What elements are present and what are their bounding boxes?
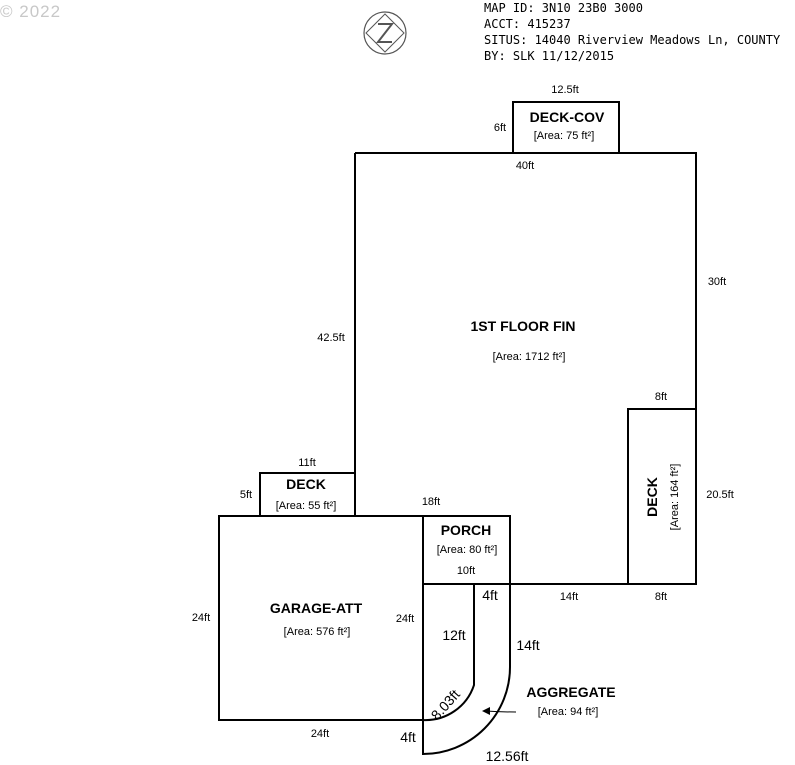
- garage-outline: [218, 515, 424, 721]
- dim-agg-bottom-left: 4ft: [400, 729, 416, 745]
- dim-deck-left-side: 5ft: [240, 489, 252, 501]
- aggregate-area: [Area: 94 ft²]: [538, 706, 599, 718]
- copyright-watermark: © 2022: [0, 2, 62, 21]
- dim-deck-right-top: 8ft: [655, 391, 667, 403]
- dim-deck-right-bottom: 8ft: [655, 591, 667, 603]
- dim-porch-top: 18ft: [422, 496, 440, 508]
- header-info: MAP ID: 3N10 23B0 3000 ACCT: 415237 SITU…: [484, 0, 780, 64]
- deck-left-area: [Area: 55 ft²]: [276, 500, 337, 512]
- dim-agg-arc-inner: 8.03ft: [428, 686, 463, 723]
- deck-right-outline: [627, 408, 697, 585]
- deck-right-area: [Area: 164 ft²]: [669, 464, 681, 531]
- garage-area: [Area: 576 ft²]: [284, 626, 351, 638]
- dim-agg-inner: 12ft: [442, 627, 465, 643]
- dim-garage-bottom: 24ft: [311, 728, 329, 740]
- by-text: BY: SLK 11/12/2015: [484, 49, 615, 63]
- aggregate-pointer-arrow: [482, 707, 517, 715]
- deck-right-label: DECK: [644, 477, 660, 517]
- deck-left-label: DECK: [286, 476, 326, 492]
- map-id-text: MAP ID: 3N10 23B0 3000: [484, 1, 643, 15]
- dim-garage-right: 24ft: [396, 613, 414, 625]
- north-arrow-icon: [363, 11, 407, 55]
- dim-agg-top: 4ft: [482, 587, 498, 603]
- dim-agg-arc-outer: 12.56ft: [486, 748, 529, 764]
- porch-area: [Area: 80 ft²]: [437, 544, 498, 556]
- dim-floor-top: 40ft: [516, 160, 534, 172]
- acct-text: ACCT: 415237: [484, 17, 571, 31]
- dim-floor-left: 42.5ft: [317, 332, 345, 344]
- dim-deck-cov-side: 6ft: [494, 122, 506, 134]
- dim-deck-cov-top: 12.5ft: [551, 84, 579, 96]
- deck-cov-label: DECK-COV: [530, 109, 605, 125]
- deck-cov-area: [Area: 75 ft²]: [534, 130, 595, 142]
- dim-deck-left-top: 11ft: [298, 457, 316, 469]
- dim-floor-right: 30ft: [708, 276, 726, 288]
- deck-cov-outline: [512, 101, 620, 154]
- dim-deck-right-side: 20.5ft: [706, 489, 734, 501]
- dim-porch-bottom: 10ft: [457, 565, 475, 577]
- aggregate-label: AGGREGATE: [526, 684, 615, 700]
- dim-floor-bottom: 14ft: [560, 591, 578, 603]
- first-floor-outline: [354, 152, 697, 585]
- first-floor-label: 1ST FLOOR FIN: [471, 318, 576, 334]
- first-floor-area: [Area: 1712 ft²]: [493, 351, 566, 363]
- dim-garage-left: 24ft: [192, 612, 210, 624]
- porch-label: PORCH: [441, 522, 492, 538]
- situs-text: SITUS: 14040 Riverview Meadows Ln, COUNT…: [484, 33, 781, 47]
- dim-agg-outer: 14ft: [516, 637, 539, 653]
- garage-label: GARAGE-ATT: [270, 600, 363, 616]
- aggregate-outline: [422, 583, 511, 756]
